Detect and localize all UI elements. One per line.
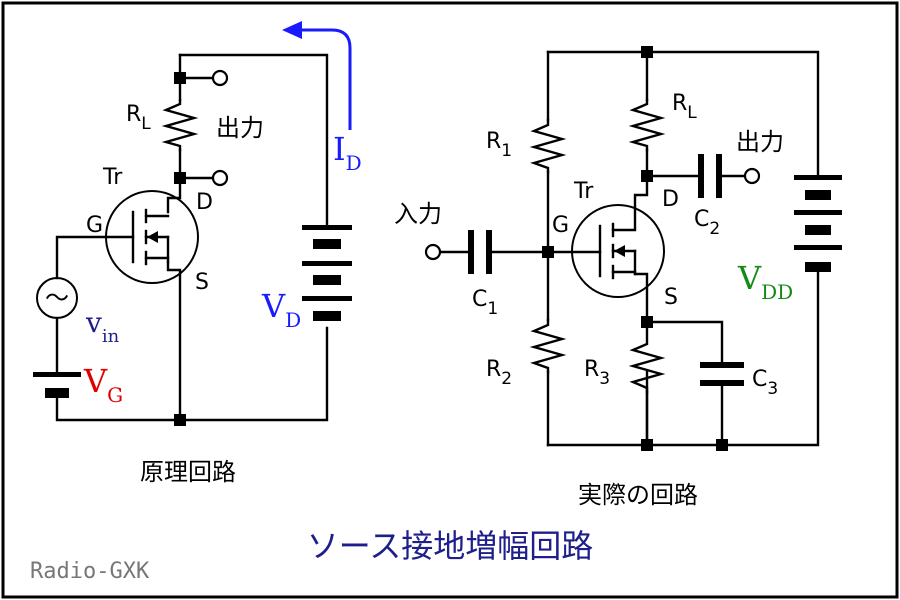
output-terminal bbox=[743, 167, 761, 185]
ac-signal-source: 〜 bbox=[36, 277, 78, 319]
output-terminal bbox=[211, 69, 229, 87]
r2-label: R2 bbox=[486, 357, 512, 389]
output-terminal bbox=[211, 169, 229, 187]
resistor-r2 bbox=[529, 318, 567, 374]
junction-dot bbox=[641, 439, 653, 451]
input-terminal bbox=[424, 243, 442, 261]
junction-dot bbox=[641, 316, 653, 328]
mosfet-principle bbox=[105, 190, 199, 284]
resistor-r3 bbox=[628, 320, 666, 394]
principle-caption: 原理回路 bbox=[140, 458, 236, 486]
rl-label: RL bbox=[126, 102, 151, 134]
vin-label: vin bbox=[85, 306, 120, 347]
drain-supply-battery bbox=[302, 225, 352, 321]
mosfet-practical bbox=[571, 204, 665, 298]
input-label: 入力 bbox=[394, 200, 442, 228]
junction-dot bbox=[174, 414, 186, 426]
capacitor-c2 bbox=[698, 154, 722, 198]
drain-label: D bbox=[662, 187, 679, 212]
junction-dot bbox=[641, 46, 653, 58]
ac-symbol: 〜 bbox=[45, 284, 69, 312]
wire bbox=[633, 272, 649, 324]
resistor-rl bbox=[628, 98, 666, 152]
vdd-label: VDD bbox=[737, 259, 793, 304]
tr-label: Tr bbox=[573, 179, 594, 204]
drain-label: D bbox=[196, 190, 213, 215]
gate-label: G bbox=[86, 213, 103, 238]
junction-dot bbox=[174, 72, 186, 84]
wire bbox=[55, 326, 329, 422]
c3-label: C3 bbox=[752, 367, 778, 399]
output-label: 出力 bbox=[736, 128, 784, 156]
practical-circuit: R1 R2 R3 RL C1 C2 C3 入力 出力 Tr G D S VDD … bbox=[394, 46, 842, 509]
wire bbox=[546, 270, 820, 447]
wire bbox=[166, 260, 182, 422]
gate-label: G bbox=[552, 213, 569, 238]
vdd-battery bbox=[794, 175, 842, 272]
wire bbox=[645, 320, 724, 367]
gate-bias-battery bbox=[33, 372, 81, 398]
principle-circuit: 〜 RL 出力 Tr G D S vin VG VD ID 原理回路 bbox=[33, 21, 362, 486]
capacitor-c1 bbox=[468, 230, 492, 274]
vd-label: VD bbox=[261, 287, 301, 332]
source-label: S bbox=[664, 285, 678, 310]
r1-label: R1 bbox=[486, 129, 512, 161]
wire bbox=[55, 235, 135, 280]
drain-current-arrow bbox=[300, 28, 352, 130]
junction-dot bbox=[641, 170, 653, 182]
wire bbox=[546, 50, 820, 177]
arrow-head-icon bbox=[282, 21, 302, 39]
load-resistor bbox=[161, 98, 199, 152]
junction-dot bbox=[542, 246, 554, 258]
vg-label: VG bbox=[83, 362, 123, 407]
diagram-title: ソース接地増幅回路 bbox=[307, 527, 593, 565]
tr-label: Tr bbox=[102, 165, 123, 190]
c1-label: C1 bbox=[472, 287, 498, 319]
output-label: 出力 bbox=[216, 114, 264, 142]
id-label: ID bbox=[333, 130, 362, 175]
watermark: Radio-GXK bbox=[30, 559, 150, 584]
c2-label: C2 bbox=[694, 207, 720, 239]
source-label: S bbox=[195, 270, 209, 295]
practical-caption: 実際の回路 bbox=[578, 481, 698, 509]
rl-label: RL bbox=[672, 91, 697, 123]
wire bbox=[178, 53, 329, 227]
resistor-r1 bbox=[529, 118, 567, 174]
junction-dot bbox=[174, 172, 186, 184]
capacitor-c3 bbox=[700, 362, 744, 386]
junction-dot bbox=[716, 439, 728, 451]
r3-label: R3 bbox=[584, 357, 610, 389]
